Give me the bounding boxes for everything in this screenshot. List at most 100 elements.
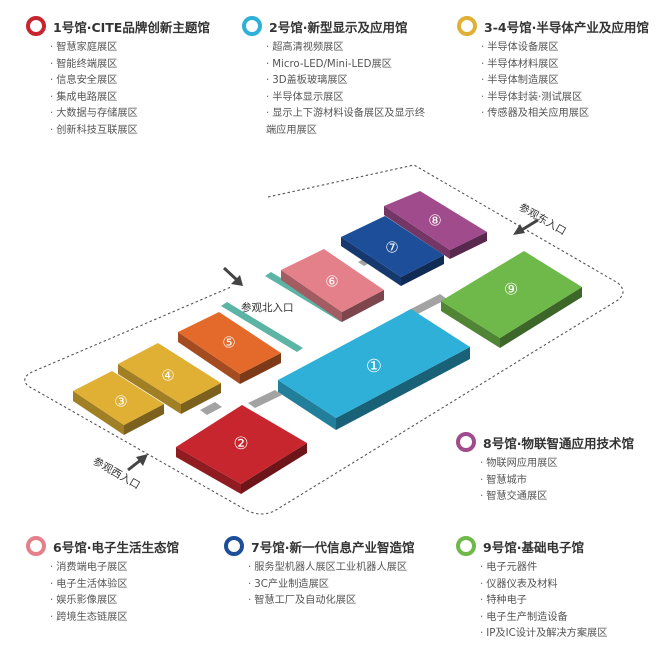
hall-top — [341, 216, 444, 277]
hall-side-right — [401, 255, 444, 286]
west-entrance-label: 参观西入口 — [91, 454, 143, 492]
legend-item: 娱乐影像展区 — [48, 593, 179, 610]
hall-8-ring-icon — [456, 432, 476, 452]
hall-side-left — [118, 364, 181, 414]
legend-item: 半导体设备展区 — [479, 40, 649, 57]
hall-side-right — [181, 383, 221, 414]
hall-side-left — [278, 380, 336, 430]
legend-hall-7: 7号馆·新一代信息产业智造馆 服务型机器人展区工业机器人展区3C产业制造展区智慧… — [224, 536, 414, 610]
legend-hall-2: 2号馆·新型显示及应用馆 超高清视频展区Micro-LED/Mini-LED展区… — [242, 16, 428, 140]
legend-item: 半导体封装·测试展区 — [479, 90, 649, 107]
hall-9-ring-icon — [456, 536, 476, 556]
hall-1-ring-icon — [26, 16, 46, 36]
legend-title: 8号馆·物联智通应用技术馆 — [483, 435, 634, 451]
legend-list: 物联网应用展区智慧城市智慧交通展区 — [478, 456, 634, 506]
hall-side-left — [73, 391, 124, 435]
hall-number-label: ⑧ — [428, 212, 441, 230]
legend-item: 仪器仪表及材料 — [478, 577, 607, 594]
hall-5-block[interactable]: ⑤ — [178, 312, 281, 384]
legend-item: 智慧家庭展区 — [48, 40, 210, 57]
hall-number-label: ③ — [114, 393, 127, 411]
hall-top — [178, 312, 281, 374]
west-entrance-arrow-icon — [127, 454, 148, 472]
legend-item: 半导体制造展区 — [479, 73, 649, 90]
hall-side-left — [178, 332, 240, 384]
hall-1-block[interactable]: ① — [278, 309, 470, 430]
hall-number-label: ⑤ — [222, 334, 235, 352]
hall-side-right — [450, 232, 487, 259]
hall-8-block[interactable]: ⑧ — [384, 191, 487, 259]
hall-side-right — [240, 353, 281, 384]
legend-list: 消费端电子展区电子生活体验区娱乐影像展区跨境生态链展区 — [48, 560, 179, 626]
legend-title: 3-4号馆·半导体产业及应用馆 — [484, 19, 649, 35]
hall-number-label: ⑨ — [504, 280, 518, 299]
hall-side-left — [341, 237, 401, 286]
hall-number-label: ⑦ — [385, 239, 398, 257]
hall-7-ring-icon — [224, 536, 244, 556]
legend-list: 服务型机器人展区工业机器人展区3C产业制造展区智慧工厂及自动化展区 — [246, 560, 414, 610]
hall-top — [384, 191, 487, 250]
hall-6-block[interactable]: ⑥ — [281, 249, 384, 322]
hall-side-right — [241, 443, 307, 494]
legend-item: 创新科技互联展区 — [48, 123, 210, 140]
legend-item: 大数据与存储展区 — [48, 106, 210, 123]
legend-title: 1号馆·CITE品牌创新主题馆 — [53, 19, 210, 35]
hall-side-right — [336, 347, 470, 430]
legend-item: 跨境生态链展区 — [48, 610, 179, 627]
hall-top — [118, 343, 221, 404]
legend-item: 智慧工厂及自动化展区 — [246, 593, 414, 610]
hall-number-label: ② — [233, 434, 248, 454]
legend-item: 超高清视频展区 — [264, 40, 428, 57]
legend-list: 超高清视频展区Micro-LED/Mini-LED展区3D盖板玻璃展区半导体显示… — [264, 40, 428, 140]
hall-6-ring-icon — [26, 536, 46, 556]
connector — [200, 402, 222, 415]
hall-side-left — [281, 270, 342, 322]
legend-list: 智慧家庭展区智能终端展区信息安全展区集成电路展区大数据与存储展区创新科技互联展区 — [48, 40, 210, 140]
north-entrance-arrow-icon — [222, 266, 243, 286]
legend-list: 电子元器件仪器仪表及材料特种电子电子生产制造设备IP及IC设计及解决方案展区 — [478, 560, 607, 643]
legend-item: Micro-LED/Mini-LED展区 — [264, 57, 428, 74]
legend-item: 电子生产制造设备 — [478, 610, 607, 627]
hall-number-label: ⑥ — [325, 273, 338, 291]
legend-hall-1: 1号馆·CITE品牌创新主题馆 智慧家庭展区智能终端展区信息安全展区集成电路展区… — [26, 16, 210, 140]
legend-item: 智慧交通展区 — [478, 489, 634, 506]
hall-top — [281, 249, 384, 312]
hall-side-left — [441, 301, 500, 348]
hall-4-block[interactable]: ④ — [118, 343, 221, 414]
walkway-north-1 — [221, 302, 303, 352]
hall-2-ring-icon — [242, 16, 262, 36]
connector — [248, 390, 282, 408]
legend-item: 智慧城市 — [478, 473, 634, 490]
hall-7-block[interactable]: ⑦ — [341, 216, 444, 286]
legend-item: 半导体材料展区 — [479, 57, 649, 74]
hall-3-4-ring-icon — [457, 16, 477, 36]
legend-hall-3-4: 3-4号馆·半导体产业及应用馆 半导体设备展区半导体材料展区半导体制造展区半导体… — [457, 16, 649, 123]
legend-item: 物联网应用展区 — [478, 456, 634, 473]
hall-3-block[interactable]: ③ — [73, 371, 164, 435]
legend-item: 半导体显示展区 — [264, 90, 428, 107]
legend-hall-6: 6号馆·电子生活生态馆 消费端电子展区电子生活体验区娱乐影像展区跨境生态链展区 — [26, 536, 179, 626]
legend-title: 6号馆·电子生活生态馆 — [53, 539, 179, 555]
hall-side-right — [342, 290, 384, 322]
hall-side-right — [500, 287, 582, 348]
legend-item: 3D盖板玻璃展区 — [264, 73, 428, 90]
legend-item: 传感器及相关应用展区 — [479, 106, 649, 123]
hall-side-left — [176, 447, 241, 494]
hall-top — [176, 405, 307, 484]
hall-top — [278, 309, 470, 418]
legend-item: 服务型机器人展区工业机器人展区 — [246, 560, 414, 577]
venue-boundary — [24, 164, 624, 515]
hall-2-block[interactable]: ② — [176, 405, 307, 494]
legend-item: IP及IC设计及解决方案展区 — [478, 626, 607, 643]
legend-hall-8: 8号馆·物联智通应用技术馆 物联网应用展区智慧城市智慧交通展区 — [456, 432, 634, 506]
east-entrance-arrow-icon — [513, 218, 539, 235]
north-entrance-label: 参观北入口 — [241, 301, 294, 314]
legend-item: 3C产业制造展区 — [246, 577, 414, 594]
legend-item: 集成电路展区 — [48, 90, 210, 107]
legend-item: 消费端电子展区 — [48, 560, 179, 577]
legend-item: 特种电子 — [478, 593, 607, 610]
hall-side-right — [124, 404, 164, 435]
hall-number-label: ① — [366, 356, 382, 377]
hall-9-block[interactable]: ⑨ — [441, 251, 582, 348]
